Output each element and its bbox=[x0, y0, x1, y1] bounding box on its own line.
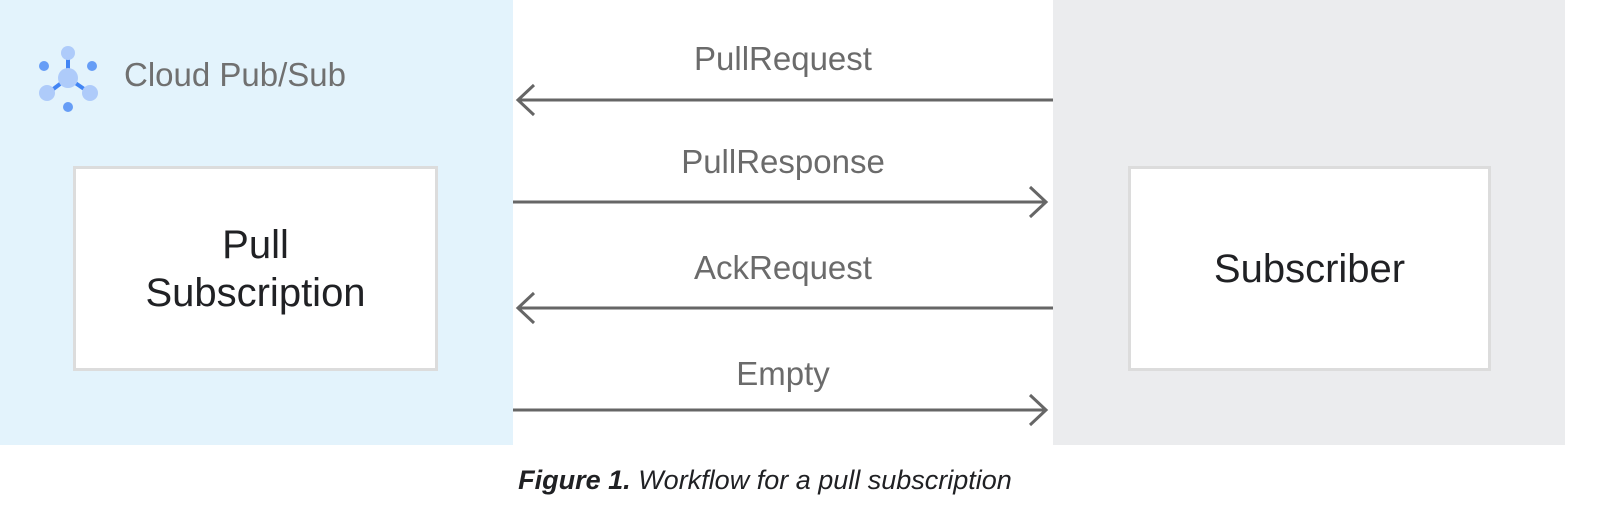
message-label: AckRequest bbox=[694, 249, 872, 286]
arrow-to-subscriber bbox=[513, 185, 1049, 219]
arrow-to-publisher bbox=[515, 291, 1053, 325]
pull-subscription-label: Pull Subscription bbox=[145, 222, 366, 315]
caption-prefix: Figure 1. bbox=[518, 465, 631, 495]
caption-text: Workflow for a pull subscription bbox=[630, 465, 1012, 495]
message-label: Empty bbox=[736, 355, 830, 392]
figure-caption: Figure 1. Workflow for a pull subscripti… bbox=[0, 465, 1530, 496]
message-label: PullResponse bbox=[681, 143, 885, 180]
arrow-to-publisher bbox=[515, 83, 1053, 117]
message-label: PullRequest bbox=[694, 40, 872, 77]
pull-subscription-box: Pull Subscription bbox=[73, 166, 438, 371]
subscriber-box: Subscriber bbox=[1128, 166, 1491, 371]
pubsub-icon bbox=[39, 46, 98, 112]
product-name: Cloud Pub/Sub bbox=[124, 56, 346, 93]
arrow-to-subscriber bbox=[513, 393, 1049, 427]
subscriber-label: Subscriber bbox=[1213, 246, 1406, 291]
